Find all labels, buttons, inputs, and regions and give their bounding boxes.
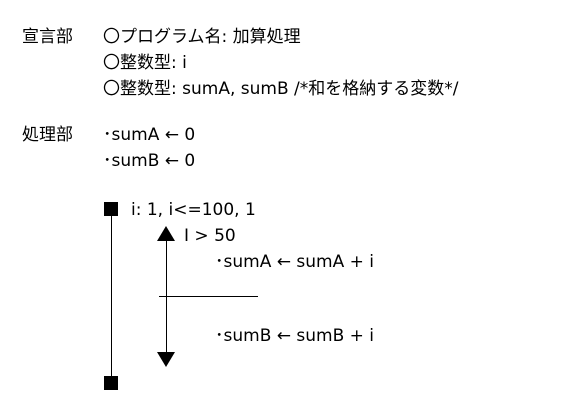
selection-condition: I > 50 (184, 226, 236, 246)
loop-start-marker (104, 202, 118, 216)
loop-header: i: 1, i<=100, 1 (131, 200, 256, 220)
declaration-line-int-i: 〇整数型: i (103, 53, 187, 73)
true-branch-statement: ･sumA ← sumA + i (215, 252, 374, 272)
declaration-heading: 宣言部 (22, 27, 73, 47)
loop-line (111, 216, 112, 378)
declaration-line-int-sums: 〇整数型: sumA, sumB /*和を格納する変数*/ (103, 79, 459, 99)
false-branch-statement: ･sumB ← sumB + i (215, 326, 375, 346)
branch-divider (159, 296, 258, 297)
selection-end-marker (157, 352, 175, 367)
loop-end-marker (104, 376, 118, 390)
selection-start-marker (157, 226, 175, 241)
init-sumb: ･sumB ← 0 (103, 151, 196, 171)
init-suma: ･sumA ← 0 (103, 125, 196, 145)
declaration-line-program-name: 〇プログラム名: 加算処理 (103, 27, 301, 47)
processing-heading: 処理部 (22, 125, 73, 145)
